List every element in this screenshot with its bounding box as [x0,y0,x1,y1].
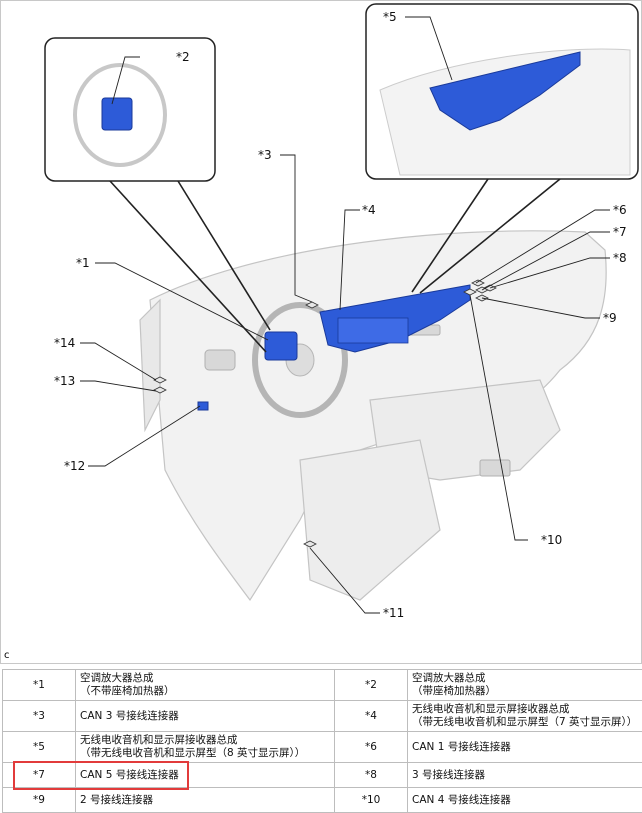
dashboard-diagram [0,0,642,664]
callout-13: *13 [54,374,75,388]
callout-7: *7 [613,225,627,239]
lower-console [300,440,440,600]
legend-description: 3 号接线连接器 [408,763,642,788]
callout-11: *11 [383,606,404,620]
callout-3: *3 [258,148,272,162]
selection-highlight-box [13,761,189,790]
callout-6: *6 [613,203,627,217]
legend-number: *3 [3,701,76,732]
legend-number: *2 [335,670,408,701]
legend-number: *1 [3,670,76,701]
legend-main-text: 3 号接线连接器 [412,769,642,782]
legend-number: *9 [3,788,76,813]
legend-description: 无线电收音机和显示屏接收器总成（带无线电收音机和显示屏型（7 英寸显示屏）） [408,701,642,732]
amplifier-main [265,332,297,360]
legend-main-text: 空调放大器总成 [412,672,642,685]
legend-number: *10 [335,788,408,813]
legend-sub-text: （带无线电收音机和显示屏型（7 英寸显示屏）） [412,716,642,729]
legend-main-text: 无线电收音机和显示屏接收器总成 [412,703,642,716]
legend-sub-text: （带座椅加热器） [412,685,642,698]
legend-sub-text: （不带座椅加热器） [80,685,330,698]
callout-5: *5 [383,10,397,24]
legend-description: CAN 4 号接线连接器 [408,788,642,813]
legend-main-text: 空调放大器总成 [80,672,330,685]
left-pillar [140,300,160,430]
legend-description: 2 号接线连接器 [76,788,335,813]
legend-number: *4 [335,701,408,732]
lower-vent [480,460,510,476]
legend-description: 空调放大器总成（带座椅加热器） [408,670,642,701]
legend-main-text: CAN 3 号接线连接器 [80,710,330,723]
legend-description: CAN 3 号接线连接器 [76,701,335,732]
legend-main-text: CAN 1 号接线连接器 [412,741,642,754]
callout-14: *14 [54,336,75,350]
callout-2: *2 [176,50,190,64]
callout-12: *12 [64,459,85,473]
callout-10: *10 [541,533,562,547]
legend-main-text: 无线电收音机和显示屏接收器总成 [80,734,330,747]
left-vent [205,350,235,370]
legend-sub-text: （带无线电收音机和显示屏型（8 英寸显示屏）） [80,747,330,760]
corner-mark: c [4,650,10,661]
legend-description: CAN 1 号接线连接器 [408,732,642,763]
table-row: *9 2 号接线连接器 *10 CAN 4 号接线连接器 [3,788,642,813]
legend-description: 无线电收音机和显示屏接收器总成（带无线电收音机和显示屏型（8 英寸显示屏）） [76,732,335,763]
callout-1: *1 [76,256,90,270]
legend-number: *5 [3,732,76,763]
legend-main-text: 2 号接线连接器 [80,794,330,807]
legend-number: *8 [335,763,408,788]
callout-4: *4 [362,203,376,217]
display-screen [338,318,408,343]
callout-8: *8 [613,251,627,265]
legend-description: 空调放大器总成（不带座椅加热器） [76,670,335,701]
amplifier-inset [102,98,132,130]
legend-main-text: CAN 4 号接线连接器 [412,794,642,807]
callout-9: *9 [603,311,617,325]
legend-number: *6 [335,732,408,763]
